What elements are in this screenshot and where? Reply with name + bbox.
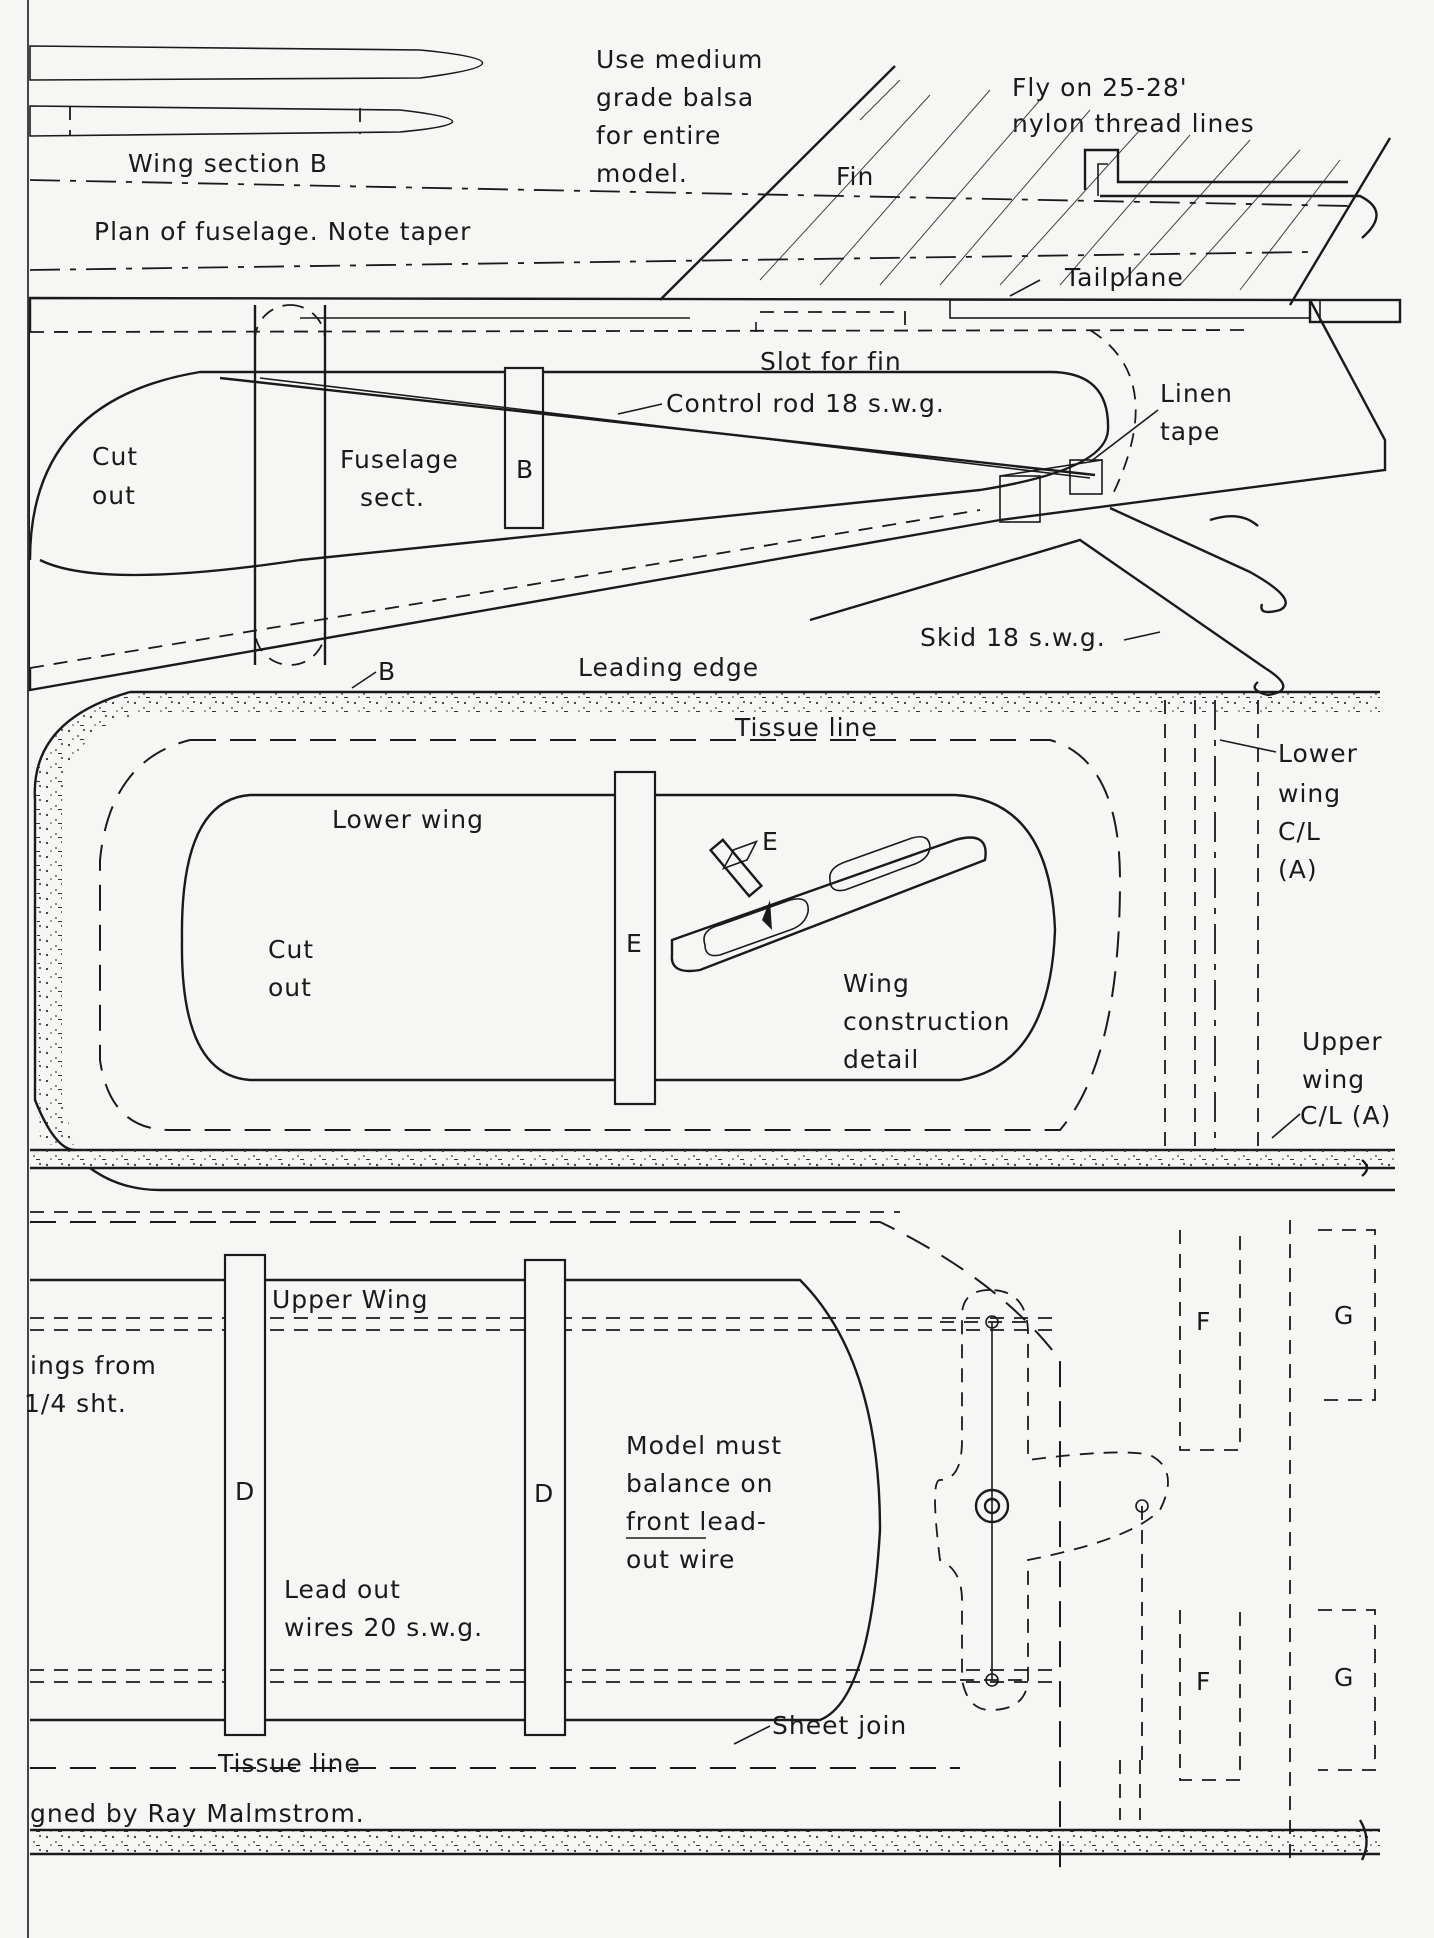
note-fly-on: Fly on 25-28'	[1012, 73, 1188, 102]
spar-b	[503, 366, 545, 530]
tape-label: tape	[1160, 417, 1220, 446]
lead-out-label-1: Lead out	[284, 1575, 401, 1604]
fin-outline	[659, 65, 1392, 306]
balance-note-4: out wire	[626, 1545, 735, 1574]
part-f-upper-label: F	[1196, 1307, 1211, 1336]
lower-wing-cl-1: Lower	[1278, 739, 1358, 768]
part-g-lower	[1318, 1609, 1376, 1771]
spar-d-right-label: D	[534, 1479, 554, 1508]
leading-edge-label: Leading edge	[578, 653, 759, 682]
fuselage-sect-label: sect.	[360, 483, 425, 512]
section-b-marker: B	[378, 657, 396, 686]
wing-construction-3: detail	[843, 1045, 919, 1074]
lead-out-label-2: wires 20 s.w.g.	[284, 1613, 483, 1642]
part-f-lower-label: F	[1196, 1667, 1211, 1696]
designer-credit: gned by Ray Malmstrom.	[30, 1799, 365, 1828]
wing-section-b	[29, 45, 484, 137]
note-for-entire: for entire	[596, 121, 721, 150]
lower-wing-label: Lower wing	[332, 805, 484, 834]
slot-for-fin-label: Slot for fin	[760, 347, 902, 376]
fuselage-plan	[28, 296, 1387, 692]
cut-out-fuselage-1: Cut	[92, 442, 138, 471]
quarter-sheet-label: 1/4 sht.	[24, 1389, 127, 1418]
fuselage-centre-line	[29, 179, 1351, 207]
skid-wire	[1109, 506, 1287, 614]
linen-tape	[999, 475, 1041, 523]
cut-out-wing-1: Cut	[268, 935, 314, 964]
upper-tissue-line	[30, 1221, 1061, 1870]
cut-out-wing-2: out	[268, 973, 312, 1002]
balance-note-3: front lead-	[626, 1507, 767, 1536]
lower-wing-cl-2: wing	[1278, 779, 1341, 808]
upper-wing-cl-2: wing	[1302, 1065, 1365, 1094]
part-g-upper-label: G	[1334, 1301, 1354, 1330]
wings-from-label: ings from	[30, 1351, 157, 1380]
bellcrank	[934, 1289, 1169, 1711]
balance-note-1: Model must	[626, 1431, 782, 1460]
note-nylon-lines: nylon thread lines	[1012, 109, 1255, 138]
fin-label: Fin	[836, 162, 874, 191]
spar-d-right	[523, 1258, 567, 1737]
control-rod-label: Control rod 18 s.w.g.	[666, 389, 945, 418]
tissue-line	[99, 739, 1122, 1131]
note-grade-balsa: grade balsa	[596, 83, 754, 112]
cut-out-fuselage-2: out	[92, 481, 136, 510]
linen-label: Linen	[1160, 379, 1233, 408]
part-e-label: E	[762, 827, 779, 856]
upper-wing-label: Upper Wing	[272, 1285, 428, 1314]
part-f-upper	[1179, 1230, 1241, 1451]
lower-wing-cutout	[180, 793, 1057, 1082]
spar-b-label: B	[516, 455, 534, 484]
balance-note-2: balance on	[626, 1469, 774, 1498]
note-model: model.	[596, 159, 688, 188]
lower-wing-cl-4: (A)	[1278, 855, 1318, 884]
tissue-line-label: Tissue line	[734, 713, 878, 742]
spar-e	[613, 770, 657, 1106]
lower-wing-cl-3: C/L	[1278, 817, 1321, 846]
tailplane-label: Tailplane	[1064, 263, 1184, 292]
wing-construction-1: Wing	[843, 969, 910, 998]
upper-wing-cl-1: Upper	[1302, 1027, 1383, 1056]
part-g-lower-label: G	[1334, 1663, 1354, 1692]
tissue-line-bottom-label: Tissue line	[217, 1749, 361, 1778]
part-f-lower	[1179, 1610, 1241, 1781]
note-use-medium: Use medium	[596, 45, 763, 74]
spar-d-left	[223, 1253, 267, 1737]
lower-wing-outline	[30, 690, 1395, 1170]
plan-of-fuselage-label: Plan of fuselage. Note taper	[94, 217, 471, 246]
wing-section-b-label: Wing section B	[128, 149, 328, 178]
wing-construction-detail	[670, 835, 987, 973]
tailplane	[949, 299, 1311, 319]
spar-d-left-label: D	[235, 1477, 255, 1506]
sheet-join-label: Sheet join	[772, 1711, 907, 1740]
upper-wing-outline	[30, 1278, 1380, 1856]
wing-construction-2: construction	[843, 1007, 1010, 1036]
spar-e-label: E	[626, 929, 643, 958]
upper-wing-cl-3: C/L (A)	[1300, 1101, 1391, 1130]
line-hook	[1083, 148, 1348, 190]
part-g-upper	[1318, 1229, 1376, 1401]
fuselage-label: Fuselage	[340, 445, 459, 474]
skid-label: Skid 18 s.w.g.	[920, 623, 1106, 652]
